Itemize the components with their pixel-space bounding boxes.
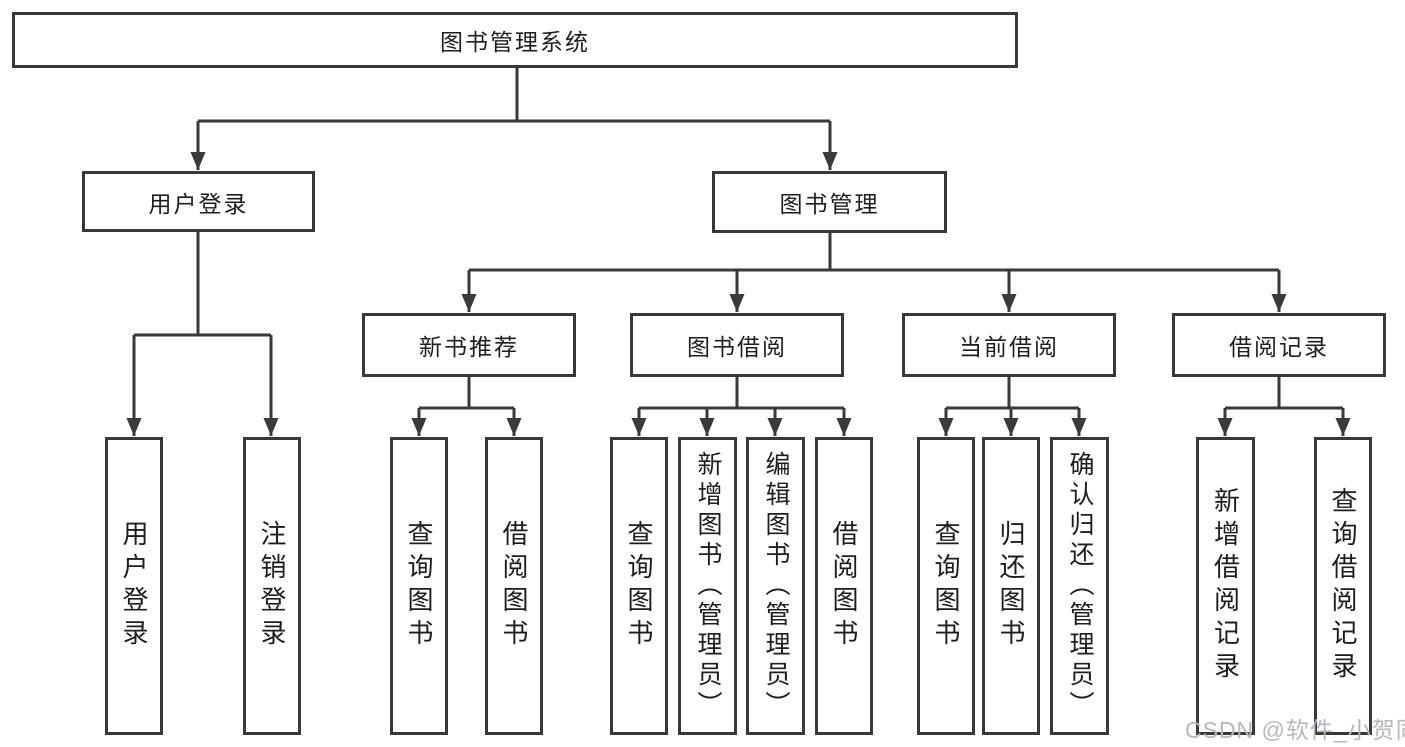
node-label: 查询图书: [404, 520, 434, 652]
node-library-management-system: 图书管理系统: [12, 12, 1018, 68]
node-label: 注销登录: [257, 520, 287, 652]
node-book-borrow: 图书借阅: [630, 313, 844, 377]
node-label: 编辑图书（管理员）: [762, 451, 790, 721]
leaf-add-borrow-record: 新增借阅记录: [1196, 437, 1255, 735]
leaf-query-borrow-record: 查询借阅记录: [1314, 437, 1372, 735]
node-label: 归还图书: [996, 520, 1026, 652]
node-label: 新书推荐: [419, 334, 519, 360]
node-label: 图书借阅: [687, 334, 787, 360]
node-label: 用户登录: [119, 520, 149, 652]
node-label: 新增借阅记录: [1210, 487, 1241, 685]
leaf-user-login: 用户登录: [105, 437, 163, 735]
node-label: 图书管理系统: [440, 29, 590, 55]
leaf-add-books-admin: 新增图书（管理员）: [678, 437, 737, 735]
node-current-borrow: 当前借阅: [902, 313, 1116, 377]
node-label: 借阅记录: [1229, 334, 1329, 360]
leaf-edit-books-admin: 编辑图书（管理员）: [746, 437, 805, 735]
node-label: 新增图书（管理员）: [694, 451, 722, 721]
node-label: 查询借阅记录: [1328, 487, 1358, 685]
leaf-return-books: 归还图书: [982, 437, 1040, 735]
leaf-borrow-books: 借阅图书: [485, 437, 543, 735]
leaf-logout: 注销登录: [243, 437, 301, 735]
node-book-management: 图书管理: [712, 171, 947, 233]
node-label: 当前借阅: [959, 334, 1059, 360]
node-user-login: 用户登录: [82, 171, 315, 232]
node-label: 用户登录: [148, 190, 249, 217]
node-label: 借阅图书: [829, 520, 859, 652]
node-label: 查询图书: [624, 520, 654, 652]
leaf-query-books: 查询图书: [610, 437, 668, 735]
node-label: 查询图书: [931, 520, 961, 652]
leaf-borrow-books: 借阅图书: [815, 437, 873, 735]
csdn-watermark: CSDN @软件_小贺同学: [1185, 717, 1405, 743]
node-label: 借阅图书: [499, 520, 529, 652]
node-new-book-recommend: 新书推荐: [362, 313, 576, 377]
node-borrow-records: 借阅记录: [1172, 313, 1386, 377]
leaf-query-books: 查询图书: [390, 437, 448, 735]
leaf-query-books: 查询图书: [917, 437, 975, 735]
node-label: 确认归还（管理员）: [1066, 451, 1094, 721]
leaf-confirm-return-admin: 确认归还（管理员）: [1050, 437, 1109, 735]
node-label: 图书管理: [779, 191, 880, 217]
